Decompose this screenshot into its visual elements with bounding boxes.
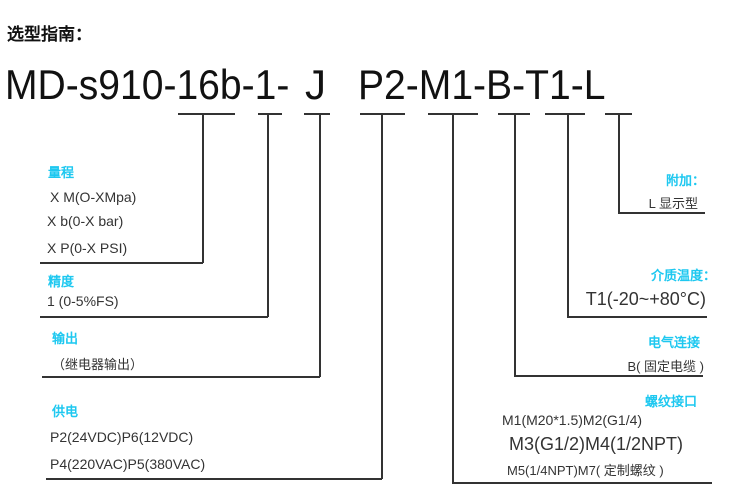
leader-extra-h (618, 212, 705, 214)
leader-power-h (46, 478, 382, 480)
leader-accuracy-h (40, 316, 268, 318)
range-option: X P(0-X PSI) (47, 240, 128, 256)
leader-thread-v (452, 113, 454, 483)
leader-temp-h (567, 316, 707, 318)
accuracy-label: 精度 (48, 275, 75, 290)
leader-output-v (319, 113, 321, 377)
thread-option: M5(1/4NPT)M7( 定制螺纹 ) (507, 463, 664, 478)
underline-output (304, 113, 330, 115)
underline-range (178, 113, 235, 115)
power-option: P4(220VAC)P5(380VAC) (50, 456, 206, 472)
thread-label: 螺纹接口 (644, 395, 697, 410)
power-label: 供电 (52, 405, 79, 420)
model-code-part2: J (305, 61, 326, 108)
range-option: X M(O-XMpa) (50, 189, 137, 205)
guide-title: 选型指南： (7, 25, 92, 45)
leader-temp-v (567, 113, 569, 317)
power-option: P2(24VDC)P6(12VDC) (50, 429, 194, 445)
leader-extra-v (618, 113, 620, 213)
underline-power (360, 113, 405, 115)
medium-temp-option: T1(-20~+80°C) (585, 289, 706, 309)
underline-accuracy (258, 113, 282, 115)
leader-electrical-v (514, 113, 516, 376)
leader-output-h (42, 376, 320, 378)
extra-option: L 显示型 (648, 196, 698, 211)
model-code-part3: P2-M1-B-T1-L (358, 61, 606, 108)
output-label: 输出 (52, 332, 79, 347)
extra-label: 附加： (665, 174, 705, 189)
leader-accuracy-v (267, 113, 269, 317)
model-code-part1: MD-s910-16b-1- (5, 61, 290, 108)
thread-option: M3(G1/2)M4(1/2NPT) (509, 434, 684, 454)
electrical-option: B( 固定电缆 ) (627, 359, 704, 374)
output-option: （继电器输出） (52, 357, 144, 372)
leader-range-v (202, 113, 204, 263)
leader-range-h (40, 262, 203, 264)
medium-temp-label: 介质温度： (650, 269, 716, 284)
range-label: 量程 (48, 166, 75, 181)
underline-temp (545, 113, 585, 115)
range-option: X b(0-X bar) (47, 213, 124, 229)
leader-thread-h (452, 482, 712, 484)
thread-option: M1(M20*1.5)M2(G1/4) (502, 412, 643, 428)
leader-electrical-h (514, 375, 703, 377)
accuracy-option: 1 (0-5%FS) (47, 293, 119, 309)
electrical-label: 电气连接 (647, 336, 700, 351)
leader-power-v (381, 113, 383, 479)
